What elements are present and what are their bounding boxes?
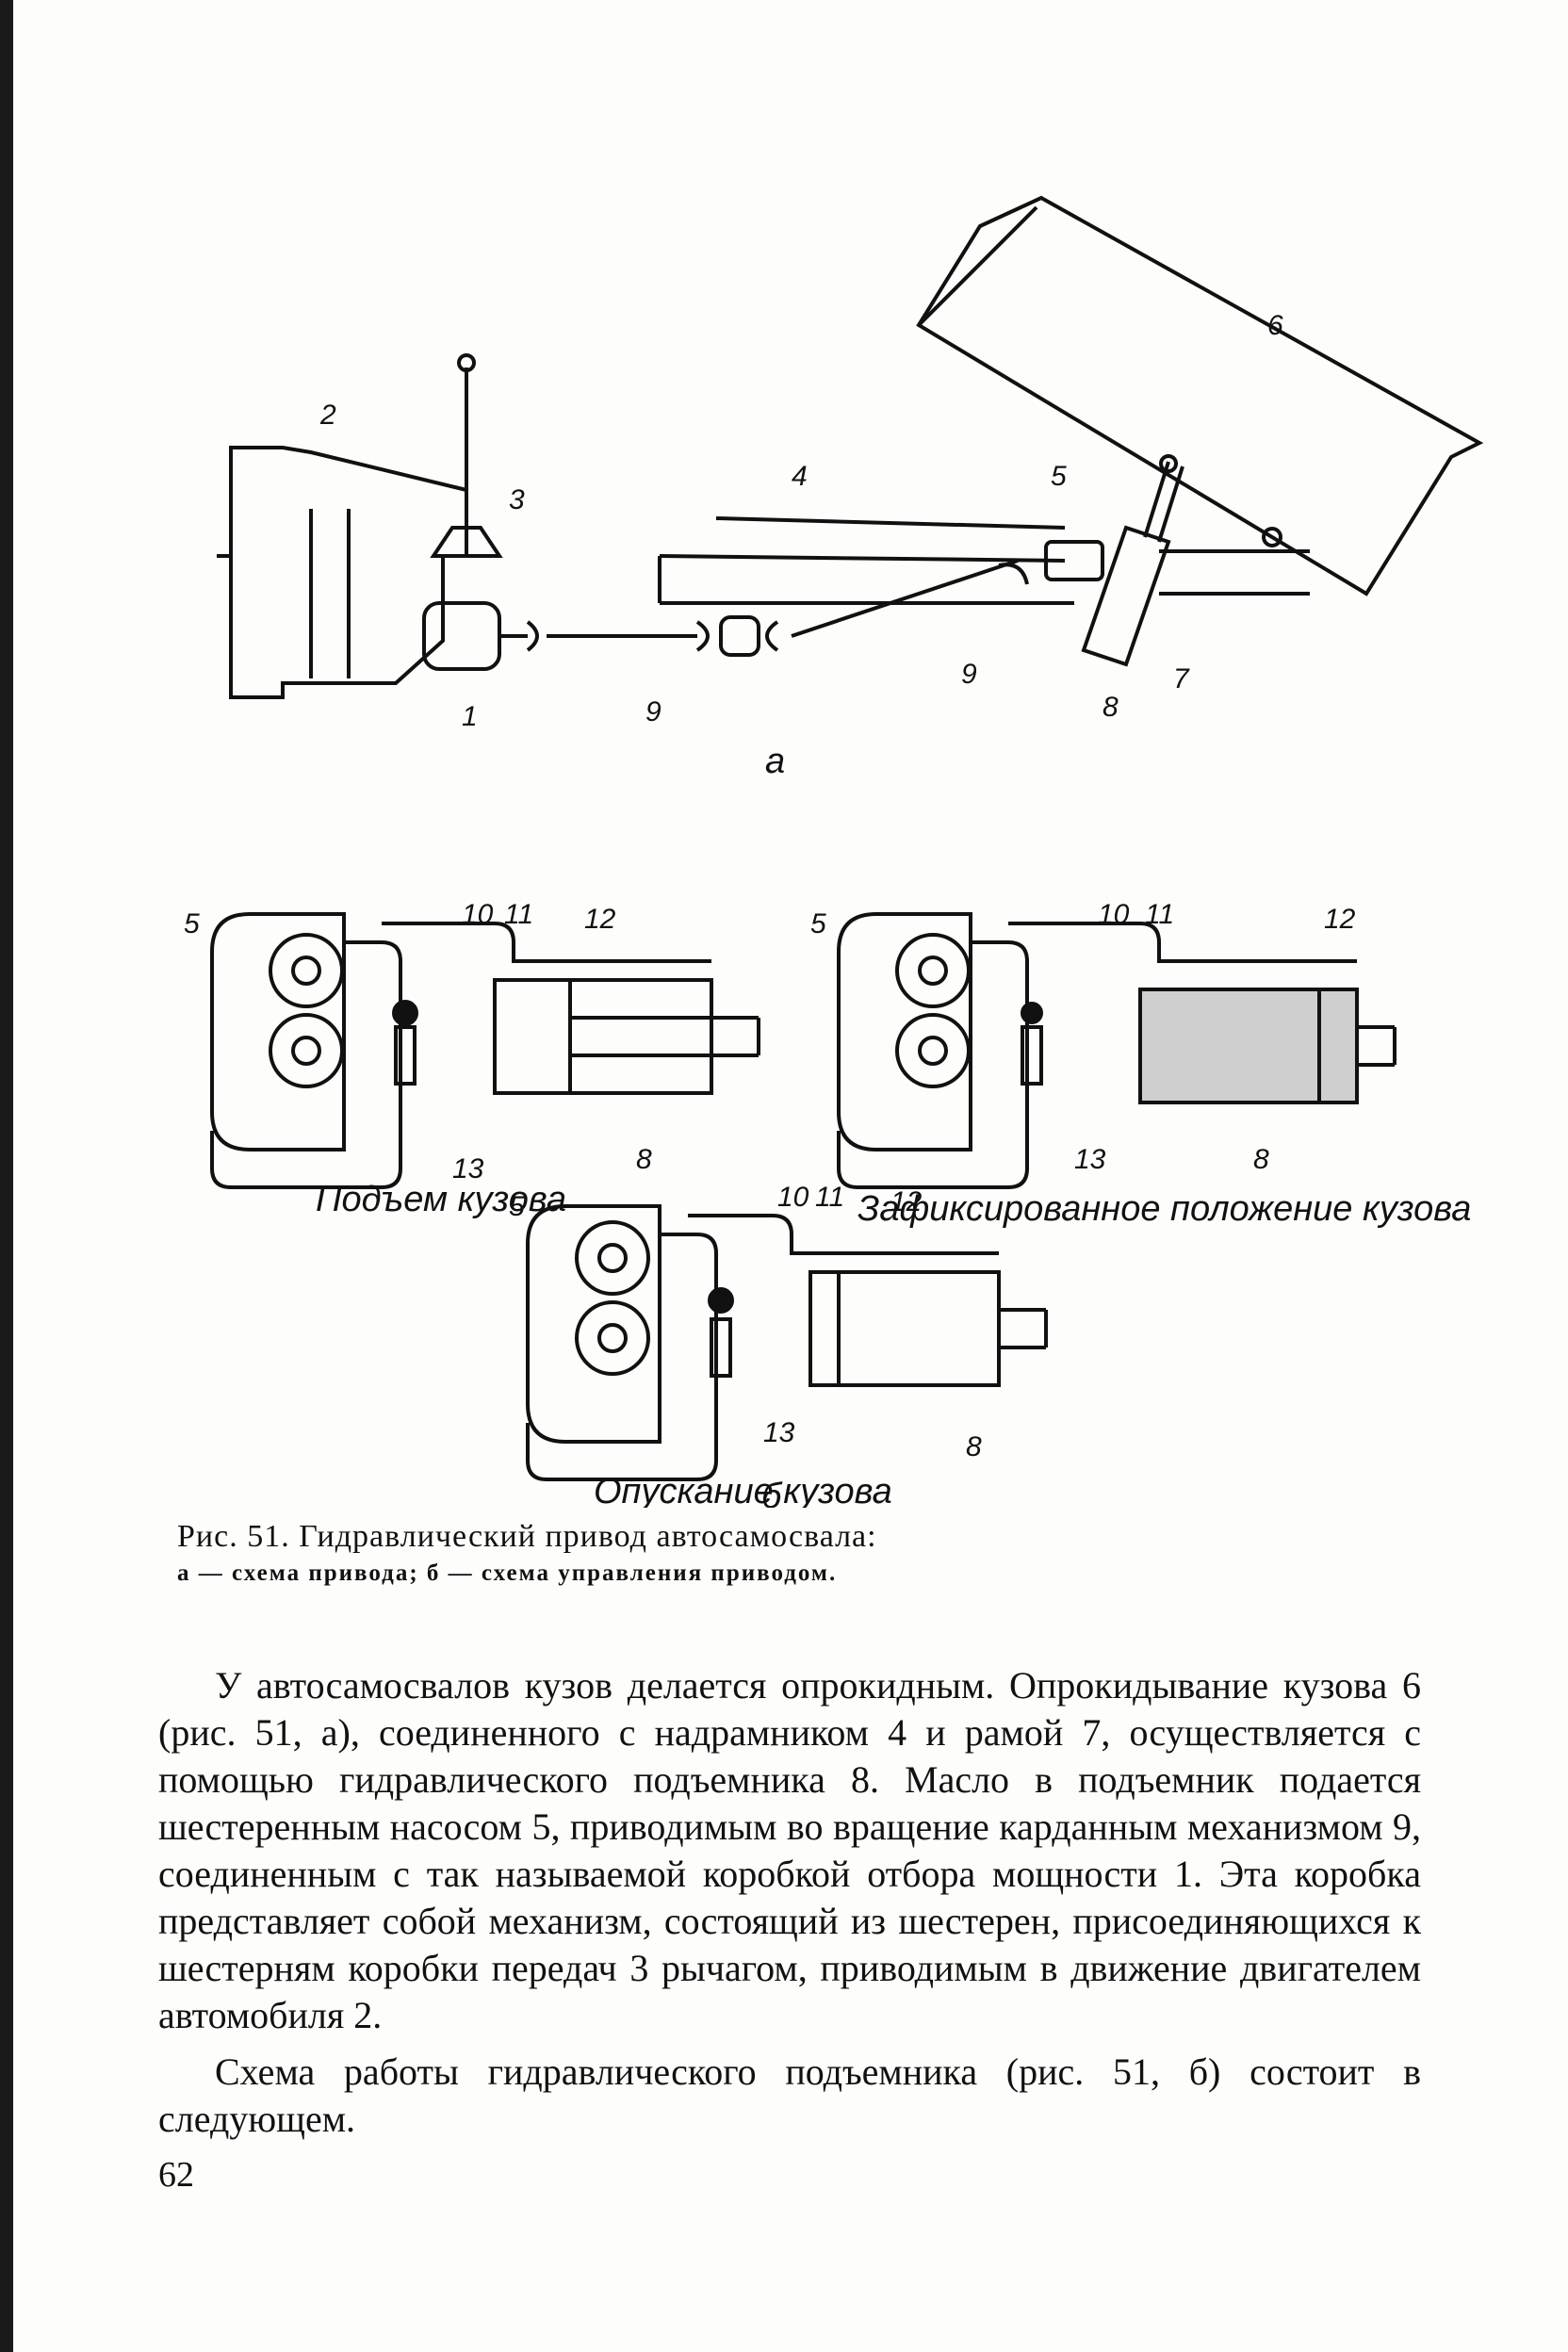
panel-fixed-title: Зафиксированное положение кузова [858, 1189, 1471, 1229]
figure-a-sublabel: а [765, 742, 785, 781]
p3-callout-10: 10 [777, 1182, 809, 1213]
pto-box [422, 601, 501, 671]
p2-callout-10: 10 [1098, 899, 1130, 930]
p2-callout-8: 8 [1253, 1144, 1269, 1175]
gearbox-with-lever [430, 353, 503, 558]
p3-callout-5: 5 [509, 1191, 525, 1222]
panel-raising-title: Подъем кузова [316, 1180, 566, 1219]
figure-b-sublabel: б [761, 1477, 783, 1508]
p3-callout-11: 11 [815, 1182, 844, 1213]
p1-callout-12: 12 [584, 904, 616, 935]
p1-callout-10: 10 [462, 899, 494, 930]
lift-cylinder [1081, 525, 1171, 667]
paragraph: Схема работы гидравлического подъемника … [158, 2050, 1421, 2140]
frame-and-subframe [658, 516, 1310, 605]
figure-b-control-scheme: 5 10 11 12 13 8 Подъем кузова 5 10 11 12… [184, 899, 1471, 1508]
p1-callout-13: 13 [452, 1153, 484, 1184]
caption-subtitle: а — схема привода; б — схема управления … [177, 1560, 838, 1586]
callout-8: 8 [1102, 692, 1119, 723]
page-number: 62 [158, 2155, 194, 2195]
p3-callout-12: 12 [890, 1186, 923, 1217]
engine-block [217, 446, 468, 699]
pump-5 [1044, 540, 1104, 581]
p2-callout-12: 12 [1324, 904, 1356, 935]
figure-a-drive-scheme: 2 3 1 4 5 6 7 8 9 9 а [217, 195, 1484, 781]
callout-9a: 9 [961, 659, 977, 690]
panel-lowering: 5 10 11 12 13 8 Опускание кузова [509, 1182, 1048, 1508]
p2-callout-13: 13 [1074, 1144, 1106, 1175]
body-text: У автосамосвалов кузов делается опрокидн… [158, 1662, 1421, 2143]
p2-callout-11: 11 [1145, 899, 1174, 930]
callout-4: 4 [792, 461, 808, 492]
caption-title: Рис. 51. Гидравлический привод автосамос… [177, 1519, 877, 1554]
p1-callout-5: 5 [184, 908, 200, 939]
callout-5: 5 [1051, 461, 1067, 492]
callout-7: 7 [1173, 663, 1190, 694]
p1-callout-8: 8 [636, 1144, 652, 1175]
callout-3: 3 [509, 484, 525, 515]
panel-lowering-title: Опускание кузова [594, 1472, 892, 1508]
page-binding-edge [0, 0, 13, 2352]
dump-body [916, 195, 1484, 596]
callout-6: 6 [1267, 310, 1283, 341]
panel-raising: 5 10 11 12 13 8 Подъем кузова [184, 899, 760, 1219]
panel-fixed: 5 10 11 12 13 8 Зафиксированное положени… [810, 899, 1471, 1229]
paragraph: У автосамосвалов кузов делается опрокидн… [158, 1664, 1421, 2036]
p3-callout-8: 8 [966, 1431, 982, 1462]
p1-callout-11: 11 [504, 899, 533, 930]
callout-2: 2 [319, 400, 336, 431]
p2-callout-5: 5 [810, 908, 826, 939]
callout-1: 1 [462, 701, 478, 732]
p3-callout-13: 13 [763, 1417, 795, 1448]
callout-9b: 9 [645, 696, 662, 727]
figure-caption: Рис. 51. Гидравлический привод автосамос… [177, 1519, 1402, 1587]
